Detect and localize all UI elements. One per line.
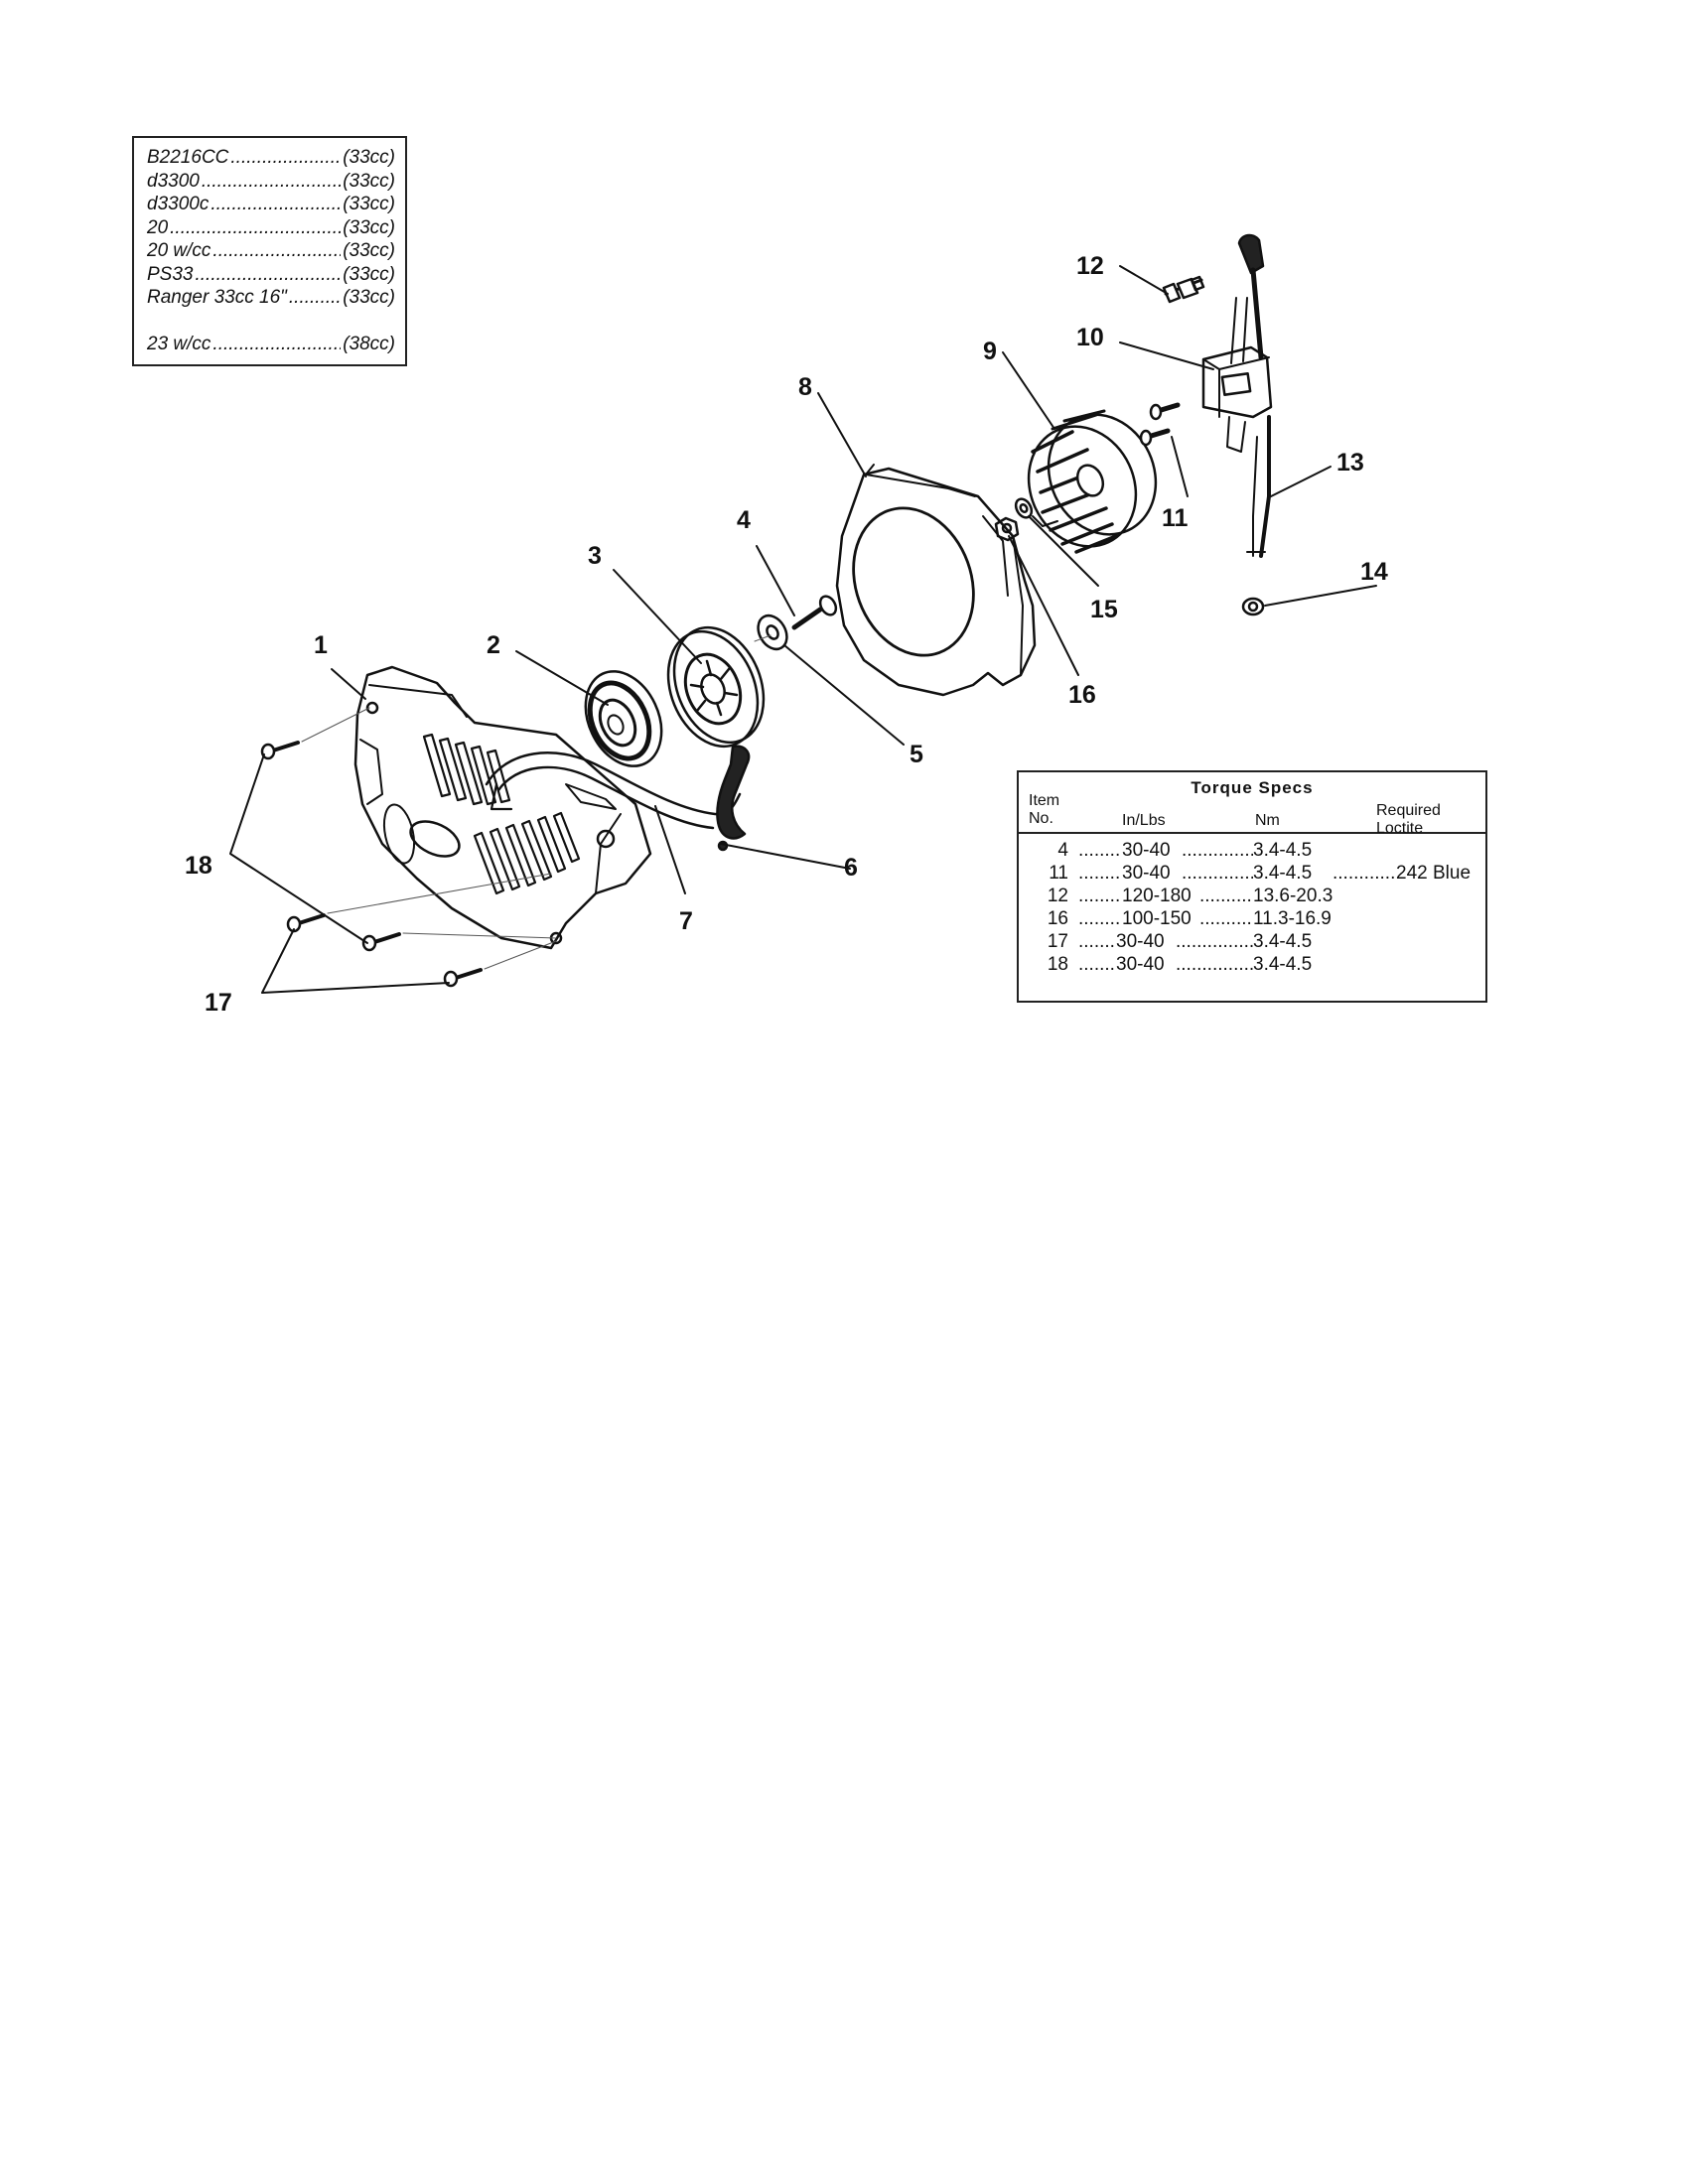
callout-14: 14 bbox=[1360, 558, 1388, 586]
pulley-screw bbox=[791, 595, 838, 630]
model-displacement: (38cc) bbox=[343, 333, 395, 354]
model-name: Ranger 33cc 16" bbox=[147, 287, 287, 308]
row-nm: 3.4-4.5 bbox=[1253, 840, 1313, 861]
model-displacement: (33cc) bbox=[343, 170, 395, 192]
torque-table-title: Torque Specs bbox=[1191, 778, 1314, 797]
row-nm: 11.3-16.9 bbox=[1253, 908, 1332, 929]
model-row: d3300c (33cc) bbox=[147, 193, 395, 216]
model-name: d3300c bbox=[147, 194, 210, 214]
row-item: 4 bbox=[1057, 840, 1068, 861]
row-inlbs: 30-40 bbox=[1122, 840, 1171, 861]
header-required: Required bbox=[1376, 802, 1441, 819]
row-item: 17 bbox=[1047, 931, 1068, 952]
model-name: 20 w/cc bbox=[147, 240, 211, 261]
fan-housing bbox=[835, 464, 1037, 697]
ground-wire bbox=[1246, 415, 1271, 558]
model-displacement: (33cc) bbox=[343, 216, 395, 238]
row-nm: 3.4-4.5 bbox=[1253, 954, 1313, 975]
row-item: 12 bbox=[1047, 886, 1068, 906]
model-row: 20 w/cc (33cc) bbox=[147, 239, 395, 263]
exploded-parts-diagram: 1 2 3 4 5 6 7 8 9 10 11 12 13 14 15 16 1… bbox=[185, 233, 1388, 1017]
callout-6: 6 bbox=[844, 854, 858, 882]
starter-rope bbox=[485, 751, 742, 830]
assembly-guide-lines bbox=[301, 634, 772, 970]
ignition-screws bbox=[1139, 402, 1181, 447]
model-row: d3300 (33cc) bbox=[147, 170, 395, 194]
table-row: 4 30-40 3.4-4.5 bbox=[1019, 840, 1485, 863]
model-name: 23 w/cc bbox=[147, 333, 211, 354]
leader-lines bbox=[229, 265, 1377, 994]
model-list-box: B2216CC (33cc) d3300 (33cc) d3300c (33cc) 2… bbox=[132, 136, 407, 366]
callout-12: 12 bbox=[1076, 252, 1104, 280]
model-row: Ranger 33cc 16" (33cc) bbox=[147, 286, 395, 310]
callout-18: 18 bbox=[185, 852, 212, 880]
model-displacement: (33cc) bbox=[343, 147, 395, 168]
recoil-spring bbox=[584, 670, 663, 767]
table-row: 12 120-180 13.6-20.3 bbox=[1019, 886, 1485, 908]
row-inlbs: 30-40 bbox=[1116, 954, 1165, 975]
model-row: 20 (33cc) bbox=[147, 216, 395, 240]
header-item: Item bbox=[1029, 792, 1060, 809]
starter-housing bbox=[353, 665, 652, 950]
callout-15: 15 bbox=[1090, 596, 1118, 623]
model-row: PS33 (33cc) bbox=[147, 263, 395, 287]
callout-1: 1 bbox=[314, 631, 328, 659]
callout-4: 4 bbox=[737, 506, 751, 534]
callout-10: 10 bbox=[1076, 324, 1104, 351]
callout-13: 13 bbox=[1336, 449, 1364, 477]
model-displacement: (33cc) bbox=[343, 194, 395, 214]
model-name: PS33 bbox=[147, 263, 194, 285]
callout-17: 17 bbox=[205, 989, 232, 1017]
flywheel bbox=[1027, 409, 1158, 554]
row-inlbs: 30-40 bbox=[1122, 863, 1171, 884]
callout-2: 2 bbox=[487, 631, 500, 659]
header-inlbs: In/Lbs bbox=[1122, 812, 1166, 829]
model-row: 23 w/cc (38cc) bbox=[147, 333, 395, 356]
flywheel-nut bbox=[994, 516, 1020, 542]
torque-table-header: Torque Specs Item No. In/Lbs Nm Required… bbox=[1019, 772, 1485, 837]
header-required-loctite: Required Loctite bbox=[1376, 802, 1441, 838]
callout-7: 7 bbox=[679, 907, 693, 935]
model-displacement: (33cc) bbox=[343, 287, 395, 308]
ignition-module bbox=[1201, 297, 1273, 453]
row-item: 11 bbox=[1049, 863, 1068, 884]
rope-pulley bbox=[666, 625, 766, 749]
row-inlbs: 100-150 bbox=[1122, 908, 1192, 929]
model-row: B2216CC (33cc) bbox=[147, 146, 395, 170]
header-item-no: Item No. bbox=[1029, 792, 1059, 828]
table-row: 17 30-40 3.4-4.5 bbox=[1019, 931, 1485, 954]
header-no: No. bbox=[1029, 810, 1053, 827]
header-loctite: Loctite bbox=[1376, 820, 1424, 837]
housing-screws bbox=[260, 741, 483, 988]
hex-nut bbox=[1241, 597, 1265, 616]
model-name: 20 bbox=[147, 216, 169, 238]
table-row: 16 100-150 11.3-16.9 bbox=[1019, 908, 1485, 931]
row-loctite: 242 Blue bbox=[1396, 863, 1472, 884]
row-nm: 3.4-4.5 bbox=[1253, 863, 1313, 884]
torque-specs-table: Torque Specs Item No. In/Lbs Nm Required… bbox=[1017, 770, 1487, 1003]
callout-11: 11 bbox=[1162, 504, 1189, 532]
table-row: 18 30-40 3.4-4.5 bbox=[1019, 954, 1485, 977]
spark-plug-boot bbox=[1237, 233, 1265, 360]
row-nm: 13.6-20.3 bbox=[1253, 886, 1333, 906]
row-inlbs: 120-180 bbox=[1122, 886, 1192, 906]
row-item: 16 bbox=[1047, 908, 1068, 929]
header-nm: Nm bbox=[1255, 812, 1280, 829]
model-name: d3300 bbox=[147, 170, 200, 192]
callout-8: 8 bbox=[798, 373, 812, 401]
model-displacement: (33cc) bbox=[343, 240, 395, 261]
callout-16: 16 bbox=[1068, 681, 1096, 709]
callout-3: 3 bbox=[588, 542, 602, 570]
callout-9: 9 bbox=[983, 338, 997, 365]
row-inlbs: 30-40 bbox=[1116, 931, 1165, 952]
row-item: 18 bbox=[1047, 954, 1068, 975]
table-row: 11 30-40 3.4-4.5 242 Blue bbox=[1019, 863, 1485, 886]
model-name: B2216CC bbox=[147, 147, 229, 168]
row-nm: 3.4-4.5 bbox=[1253, 931, 1313, 952]
model-displacement: (33cc) bbox=[343, 263, 395, 285]
spark-plug bbox=[1162, 275, 1205, 304]
starter-handle bbox=[716, 745, 751, 852]
callout-5: 5 bbox=[910, 741, 923, 768]
